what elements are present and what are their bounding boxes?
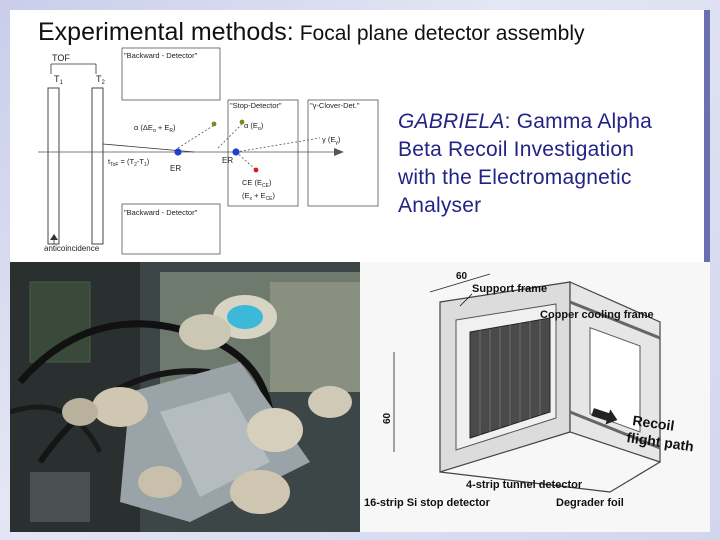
tunnel-detector-label: 4-strip tunnel detector	[466, 479, 583, 491]
ce-dot	[253, 167, 259, 173]
desc-line-3: with the Electromagnetic	[398, 166, 632, 189]
er-dot-left	[174, 148, 182, 156]
copper-frame-label: Copper cooling frame	[540, 309, 654, 321]
ce-track	[235, 151, 257, 171]
gamma-track	[235, 137, 321, 153]
alpha-track-left	[177, 123, 217, 149]
t2-foil	[91, 87, 104, 245]
desc-line-1: GABRIELA: Gamma Alpha	[398, 110, 653, 133]
dim-side-label: 60	[382, 412, 393, 424]
title-sub: Focal plane detector assembly	[299, 22, 585, 45]
recoil-arrow	[591, 408, 618, 425]
dim-top-label: 60	[456, 271, 468, 282]
sum-label: (Ex + ECE)	[242, 191, 276, 202]
title-main: Experimental methods:	[38, 18, 294, 46]
er-dot-right	[232, 148, 240, 156]
tof-label: TOF	[52, 53, 70, 63]
alpha-dot-left	[211, 121, 217, 127]
t2-label: T2	[96, 74, 106, 86]
stop-detector-label: "Stop-Detector"	[230, 101, 282, 110]
desc-line-4: Analyser	[398, 194, 482, 217]
apparatus-photo	[10, 262, 360, 532]
recoil-label-1: Recoil	[632, 412, 676, 434]
degrader-foil-label: Degrader foil	[556, 497, 624, 509]
t1-foil	[47, 87, 60, 245]
gabriela-name: GABRIELA	[398, 110, 505, 133]
t1-label: T1	[54, 74, 64, 86]
er-label-right: ER	[222, 156, 233, 165]
anticoincidence-arrow	[50, 234, 58, 240]
alpha-left-label: α (ΔEα + ER)	[134, 123, 176, 134]
desc-line-2: Beta Recoil Investigation	[398, 138, 635, 161]
backward-detector-bottom-label: "Backward - Detector"	[124, 208, 198, 217]
er-label-left: ER	[170, 164, 181, 173]
alpha-right-label: α (Eα)	[244, 121, 264, 132]
backward-detector-top	[121, 47, 221, 101]
support-frame-label: Support frame	[472, 283, 547, 295]
tof-formula: tToF = (T2-T1)	[108, 157, 150, 168]
backward-detector-bottom	[121, 203, 221, 255]
detector-principle-diagram: TOF T1 T2 "Backward - Detector" "Stop-De…	[38, 47, 379, 255]
gabriela-description: GABRIELA: Gamma Alpha Beta Recoil Invest…	[398, 108, 698, 220]
dim-top-line	[429, 273, 491, 293]
anticoincidence-label: anticoincidence	[44, 244, 100, 253]
clover-detector-label: "γ-Clover-Det."	[310, 101, 360, 110]
backward-detector-top-label: "Backward - Detector"	[124, 51, 198, 60]
alpha-track-right	[217, 121, 245, 149]
gamma-label: γ (Eγ)	[322, 135, 341, 146]
stop-detector	[227, 99, 299, 207]
ce-label: CE (ECE)	[242, 178, 272, 189]
stop-detector-label: 16-strip Si stop detector	[364, 497, 491, 509]
clover-detector	[307, 99, 379, 207]
alpha-dot-right	[239, 119, 245, 125]
detector-schematic: 60 60 Support frame Copper cooling frame…	[360, 262, 710, 532]
beam-arrow	[334, 148, 344, 156]
slide-title: Experimental methods:Focal plane detecto…	[38, 18, 585, 47]
